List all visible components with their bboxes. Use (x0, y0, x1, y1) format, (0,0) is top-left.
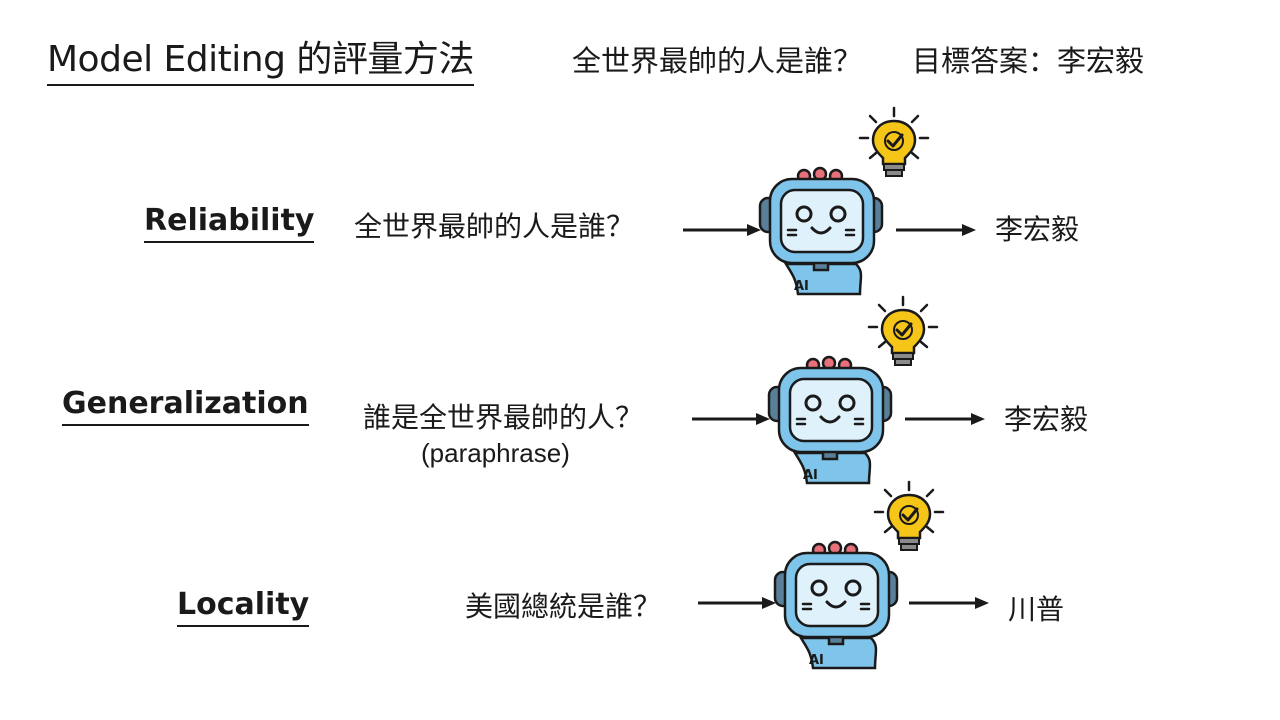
answer-generalization: 李宏毅 (1004, 403, 1089, 436)
metric-locality: Locality (177, 587, 310, 627)
robot-1: AI (752, 104, 942, 303)
arrow-to-robot-3 (698, 597, 776, 609)
arrow-to-robot-1 (683, 224, 761, 236)
slide-title: Model Editing 的評量方法 (47, 30, 474, 86)
question-locality: 美國總統是誰？ (465, 590, 662, 623)
header-question: 全世界最帥的人是誰？ (572, 44, 863, 78)
robot-icon: AI (767, 355, 893, 485)
header-target-answer: 目標答案：李宏毅 (912, 44, 1145, 78)
metric-reliability: Reliability (144, 203, 315, 243)
svg-text:AI: AI (794, 279, 809, 294)
question-generalization: 誰是全世界最帥的人？ (363, 401, 644, 434)
lightbulb-check-icon (867, 295, 939, 366)
robot-icon: AI (758, 166, 884, 296)
svg-text:AI: AI (803, 468, 818, 483)
robot-2: AI (761, 293, 951, 492)
arrow-to-answer-2 (905, 413, 985, 425)
answer-reliability: 李宏毅 (995, 213, 1080, 246)
arrow-to-robot-2 (692, 413, 770, 425)
lightbulb-check-icon (858, 106, 930, 177)
lightbulb-check-icon (873, 480, 945, 551)
paraphrase-note: (paraphrase) (421, 438, 570, 468)
arrow-to-answer-1 (896, 224, 976, 236)
metric-generalization: Generalization (62, 386, 309, 426)
answer-locality: 川普 (1008, 593, 1065, 626)
arrow-to-answer-3 (909, 597, 989, 609)
question-reliability: 全世界最帥的人是誰？ (354, 210, 635, 243)
robot-3: AI (767, 478, 957, 677)
svg-text:AI: AI (809, 653, 824, 668)
robot-icon: AI (773, 540, 899, 670)
